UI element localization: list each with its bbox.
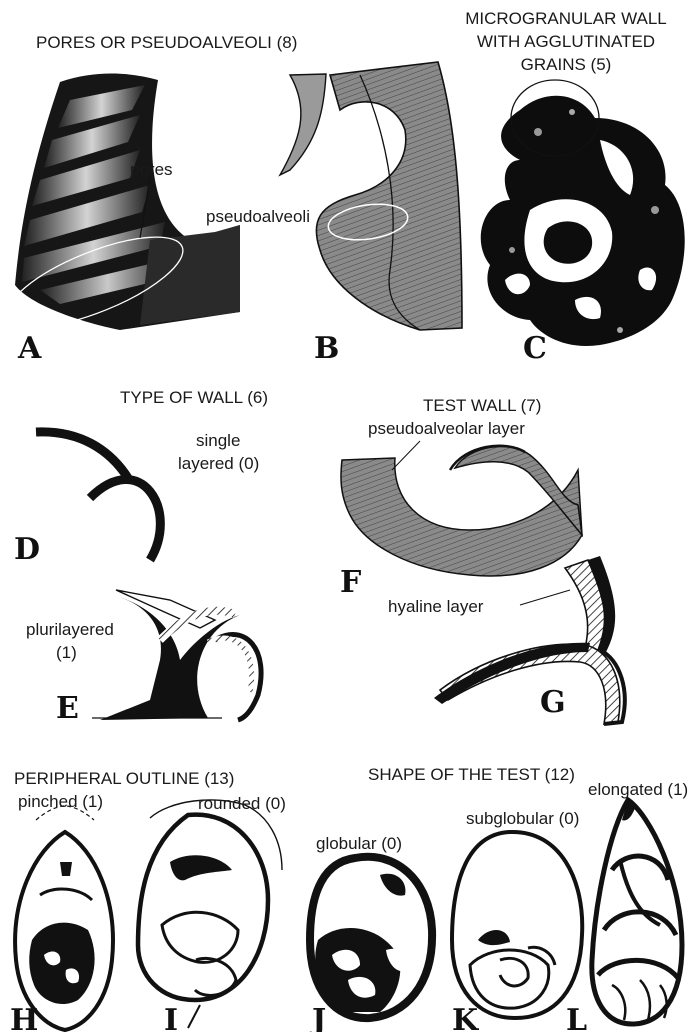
heading-peripheral-outline: PERIPHERAL OUTLINE (13) xyxy=(14,769,234,788)
panel-c-microgranular-drawing xyxy=(481,80,685,346)
panel-label-c: C xyxy=(523,331,547,366)
heading-pores: PORES OR PSEUDOALVEOLI (8) xyxy=(36,33,297,52)
label-globular: globular (0) xyxy=(316,834,402,853)
panel-label-i: I xyxy=(164,1003,178,1032)
label-pseudoalveolar-layer: pseudoalveolar layer xyxy=(368,419,525,438)
panel-label-e: E xyxy=(56,691,79,726)
label-plurilayered-line2: (1) xyxy=(56,643,77,662)
panel-k-subglobular-test xyxy=(452,832,582,1018)
panel-label-j: J xyxy=(309,1003,326,1032)
heading-shape-of-test: SHAPE OF THE TEST (12) xyxy=(368,765,575,784)
panel-label-d: D xyxy=(14,532,40,567)
heading-micro-line1: MICROGRANULAR WALL xyxy=(465,9,667,28)
label-pinched: pinched (1) xyxy=(18,792,103,811)
panel-label-l: L xyxy=(566,1003,587,1032)
leader-pseudoalveolar xyxy=(392,441,420,470)
label-plurilayered-line1: plurilayered xyxy=(26,620,114,639)
label-rounded: rounded (0) xyxy=(198,794,286,813)
panel-label-k: K xyxy=(452,1003,479,1032)
leader-hyaline xyxy=(520,590,570,605)
panel-label-b: B xyxy=(314,331,339,366)
label-hyaline-layer: hyaline layer xyxy=(388,597,484,616)
label-subglobular: subglobular (0) xyxy=(466,809,579,828)
panel-l-elongated-test xyxy=(592,800,682,1024)
label-pores: pores xyxy=(130,160,173,179)
panel-label-g: G xyxy=(540,685,566,720)
panel-label-a: A xyxy=(17,331,42,366)
panel-f-pseudoalveolar-wall xyxy=(341,446,582,576)
label-pseudoalveoli: pseudoalveoli xyxy=(206,207,310,226)
panel-j-globular-test xyxy=(310,857,432,1018)
panel-label-h: H xyxy=(10,1003,38,1032)
label-elongated: elongated (1) xyxy=(588,780,688,799)
panel-g-hyaline-wall xyxy=(434,556,625,724)
heading-test-wall: TEST WALL (7) xyxy=(423,396,541,415)
heading-type-of-wall: TYPE OF WALL (6) xyxy=(120,388,268,407)
heading-micro-line2: WITH AGGLUTINATED xyxy=(477,32,655,51)
label-single-line2: layered (0) xyxy=(178,454,259,473)
panel-b-pseudoalveoli-drawing xyxy=(280,62,462,330)
panel-label-f: F xyxy=(340,565,361,600)
panel-a-pores-drawing xyxy=(0,74,240,346)
panel-e-plurilayered-wall xyxy=(92,590,261,720)
heading-micro-line3: GRAINS (5) xyxy=(521,55,612,74)
panel-h-pinched-test xyxy=(15,806,113,1030)
label-single-line1: single xyxy=(196,431,240,450)
panel-i-rounded-test xyxy=(138,800,282,1028)
panel-d-single-layered-wall xyxy=(36,432,160,560)
